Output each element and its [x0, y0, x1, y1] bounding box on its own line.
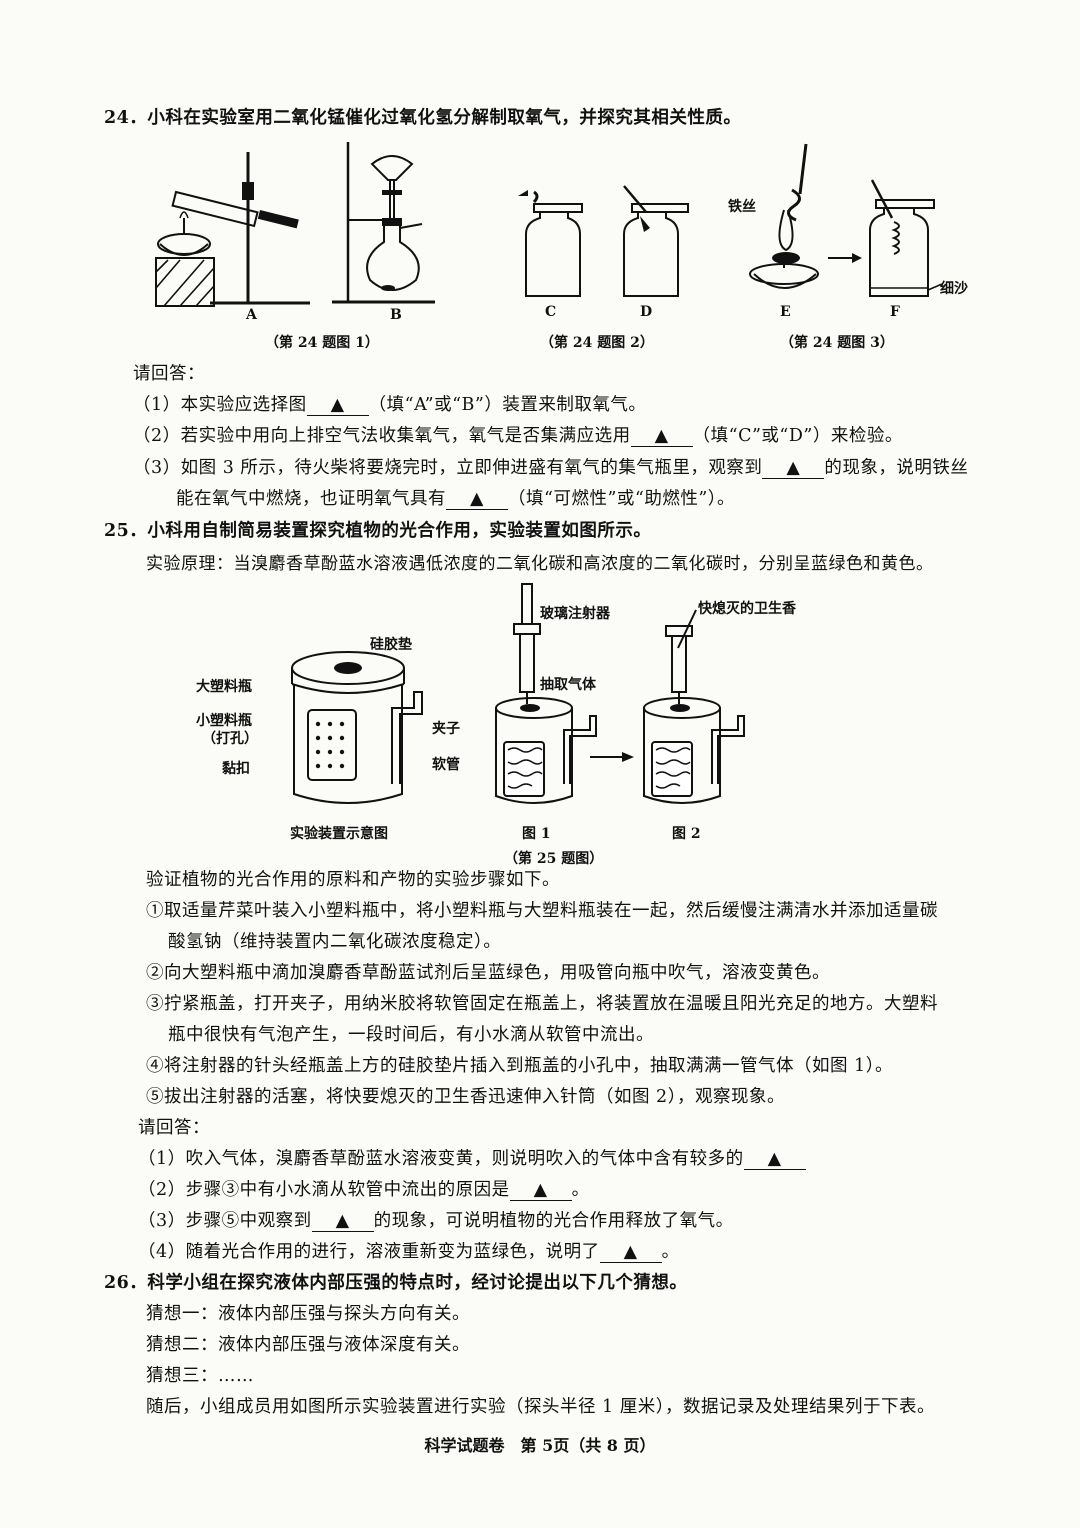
- q25-part-3: （3）步骤⑤中观察到▲的现象，可说明植物的光合作用释放了氧气。: [138, 1211, 734, 1232]
- fig2-caption: 图 2: [672, 826, 701, 842]
- q26-followup: 随后，小组成员用如图所示实验装置进行实验（探头半径 1 厘米），数据记录及处理结…: [146, 1397, 936, 1417]
- label-b: B: [390, 307, 402, 323]
- label-incense: 快熄灭的卫生香: [698, 601, 796, 617]
- fig24-caption-2: （第 24 题图 2）: [540, 335, 654, 351]
- answer-blank[interactable]: ▲: [630, 426, 693, 447]
- q26-guess-1: 猜想一：液体内部压强与探头方向有关。: [146, 1304, 470, 1324]
- q25-part-2: （2）步骤③中有小水滴从软管中流出的原因是▲。: [138, 1180, 590, 1201]
- fig24-caption-3: （第 24 题图 3）: [780, 335, 894, 351]
- setup-diagram-figure: [291, 651, 423, 804]
- apparatus-a-figure: [155, 152, 310, 307]
- q26-guess-3: 猜想三：……: [146, 1366, 254, 1386]
- label-big-bottle: 大塑料瓶: [196, 679, 252, 695]
- setup-caption: 实验装置示意图: [290, 826, 388, 842]
- label-draw-gas: 抽取气体: [540, 677, 596, 693]
- q25-part-1: （1）吹入气体，溴麝香草酚蓝水溶液变黄，则说明吹入的气体中含有较多的▲: [138, 1145, 806, 1170]
- answer-blank[interactable]: ▲: [599, 1242, 662, 1263]
- q25-principle: 实验原理：当溴麝香草酚蓝水溶液遇低浓度的二氧化碳和高浓度的二氧化碳时，分别呈蓝绿…: [146, 554, 934, 574]
- q25-step-2: ②向大塑料瓶中滴加溴麝香草酚蓝试剂后呈蓝绿色，用吸管向瓶中吹气，溶液变黄色。: [146, 963, 830, 983]
- fig1-caption: 图 1: [522, 826, 551, 842]
- q25-step-3-cont: 瓶中很快有气泡产生，一段时间后，有小水滴从软管中流出。: [168, 1025, 654, 1045]
- label-f: F: [890, 304, 900, 320]
- label-hose: 软管: [432, 757, 460, 773]
- q25-step-4: ④将注射器的针头经瓶盖上方的硅胶垫片插入到瓶盖的小孔中，抽取满满一管气体（如图 …: [146, 1056, 893, 1076]
- q25-prompt: 请回答：: [138, 1118, 210, 1138]
- q24-part-3: （3）如图 3 所示，待火柴将要烧完时，立即伸进盛有氧气的集气瓶里，观察到▲的现…: [133, 458, 969, 479]
- gas-jar-d-figure: [623, 185, 689, 297]
- gas-jar-f-figure: [869, 179, 943, 297]
- q25-steps-intro: 验证植物的光合作用的原料和产物的实验步骤如下。: [146, 870, 560, 890]
- q24-prompt: 请回答：: [133, 364, 205, 384]
- q26-guess-2: 猜想二：液体内部压强与液体深度有关。: [146, 1335, 470, 1355]
- q26-stem: 26．科学小组在探究液体内部压强的特点时，经讨论提出以下几个猜想。: [104, 1273, 688, 1293]
- answer-blank[interactable]: ▲: [509, 1180, 572, 1201]
- q25-step-5: ⑤拔出注射器的活塞，将快要熄灭的卫生香迅速伸入针筒（如图 2），观察现象。: [146, 1087, 785, 1107]
- label-c: C: [545, 304, 557, 320]
- label-a: A: [246, 307, 257, 323]
- fig1-syringe-figure: [495, 583, 597, 804]
- q24-stem: 24．小科在实验室用二氧化锰催化过氧化氢分解制取氧气，并探究其相关性质。: [104, 108, 742, 128]
- answer-blank[interactable]: ▲: [743, 1149, 806, 1170]
- answer-blank[interactable]: ▲: [762, 458, 825, 479]
- q25-part-4: （4）随着光合作用的进行，溶液重新变为蓝绿色，说明了▲。: [138, 1242, 680, 1263]
- arrow-icon: [590, 752, 634, 762]
- apparatus-b-figure: [332, 142, 435, 304]
- answer-blank[interactable]: ▲: [446, 489, 508, 510]
- label-fine-sand: 细沙: [940, 281, 968, 297]
- arrow-icon: [828, 253, 862, 263]
- label-e: E: [780, 304, 791, 320]
- q24-part-3-cont: 能在氧气中燃烧，也证明氧气具有▲（填“可燃性”或“助燃性”）。: [176, 489, 736, 510]
- page-footer: 科学试题卷 第 5页（共 8 页）: [424, 1436, 656, 1455]
- fig25-caption: （第 25 题图）: [504, 851, 604, 867]
- label-small-bottle: 小塑料瓶: [196, 713, 252, 729]
- label-button: 黏扣: [222, 761, 250, 777]
- q25-step-3: ③拧紧瓶盖，打开夹子，用纳米胶将软管固定在瓶盖上，将装置放在温暖且阳光充足的地方…: [146, 994, 938, 1014]
- fig2-incense-figure: [643, 609, 745, 804]
- q25-step-1: ①取适量芹菜叶装入小塑料瓶中，将小塑料瓶与大塑料瓶装在一起，然后缓慢注满清水并添…: [146, 901, 938, 921]
- gas-jar-c-figure: [518, 190, 583, 297]
- label-glass-syringe: 玻璃注射器: [540, 606, 610, 622]
- label-iron-wire: 铁丝: [728, 199, 756, 215]
- label-holes: （打孔）: [202, 731, 258, 747]
- alcohol-lamp-e-figure: [749, 143, 819, 289]
- answer-blank[interactable]: ▲: [306, 395, 369, 416]
- q24-part-2: （2）若实验中用向上排空气法收集氧气，氧气是否集满应选用▲（填“C”或“D”）来…: [133, 426, 903, 447]
- q25-stem: 25．小科用自制简易装置探究植物的光合作用，实验装置如图所示。: [104, 521, 652, 541]
- label-clip: 夹子: [432, 721, 460, 737]
- label-d: D: [640, 304, 653, 320]
- answer-blank[interactable]: ▲: [311, 1211, 374, 1232]
- q25-step-1-cont: 酸氢钠（维持装置内二氧化碳浓度稳定）。: [168, 932, 502, 952]
- fig24-caption-1: （第 24 题图 1）: [265, 335, 379, 351]
- q24-part-1: （1）本实验应选择图▲（填“A”或“B”）装置来制取氧气。: [133, 395, 647, 416]
- label-silicone-pad: 硅胶垫: [370, 637, 412, 653]
